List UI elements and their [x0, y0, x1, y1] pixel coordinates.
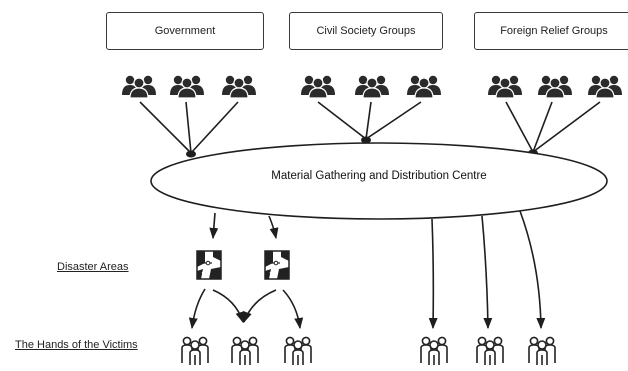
foreign-relief-label: Foreign Relief Groups: [500, 25, 608, 37]
people-group-icon: [354, 75, 390, 99]
government-box: Government: [106, 12, 264, 50]
foreign-relief-box: Foreign Relief Groups: [474, 12, 628, 50]
people-group-icon: [300, 75, 336, 99]
people-group-icon: [487, 75, 523, 99]
government-label: Government: [154, 25, 216, 37]
map-area-icon: [264, 250, 290, 280]
distribution-centre-ellipse: [150, 142, 608, 220]
area-arrows: [209, 212, 279, 240]
victim-arrows-from-areas: [188, 288, 304, 330]
people-group-icon: [169, 75, 205, 99]
map-area-icon: [196, 250, 222, 280]
civil-society-box: Civil Society Groups: [289, 12, 443, 50]
people-group-icon: [221, 75, 257, 99]
victims-icons: [181, 336, 556, 366]
people-group-icon: [537, 75, 573, 99]
victims-label: The Hands of the Victims: [15, 339, 138, 351]
victims-group-icon: [231, 336, 259, 366]
victims-group-icon: [420, 336, 448, 366]
people-group-icon: [406, 75, 442, 99]
victims-group-icon: [284, 336, 312, 366]
junction-dot-government: [186, 150, 196, 158]
civil-society-label: Civil Society Groups: [316, 25, 416, 37]
victims-group-icon: [181, 336, 209, 366]
distribution-centre-label: Material Gathering and Distribution Cent…: [271, 170, 487, 182]
contributor-lines: [139, 101, 601, 154]
people-group-icon: [121, 75, 157, 99]
victims-group-icon: [528, 336, 556, 366]
people-group-icon: [587, 75, 623, 99]
victims-group-icon: [476, 336, 504, 366]
people-group-icons: [121, 75, 623, 99]
direct-victim-arrows: [428, 210, 546, 330]
junction-dot-civil-society: [361, 136, 371, 144]
disaster-areas-label: Disaster Areas: [57, 261, 129, 273]
